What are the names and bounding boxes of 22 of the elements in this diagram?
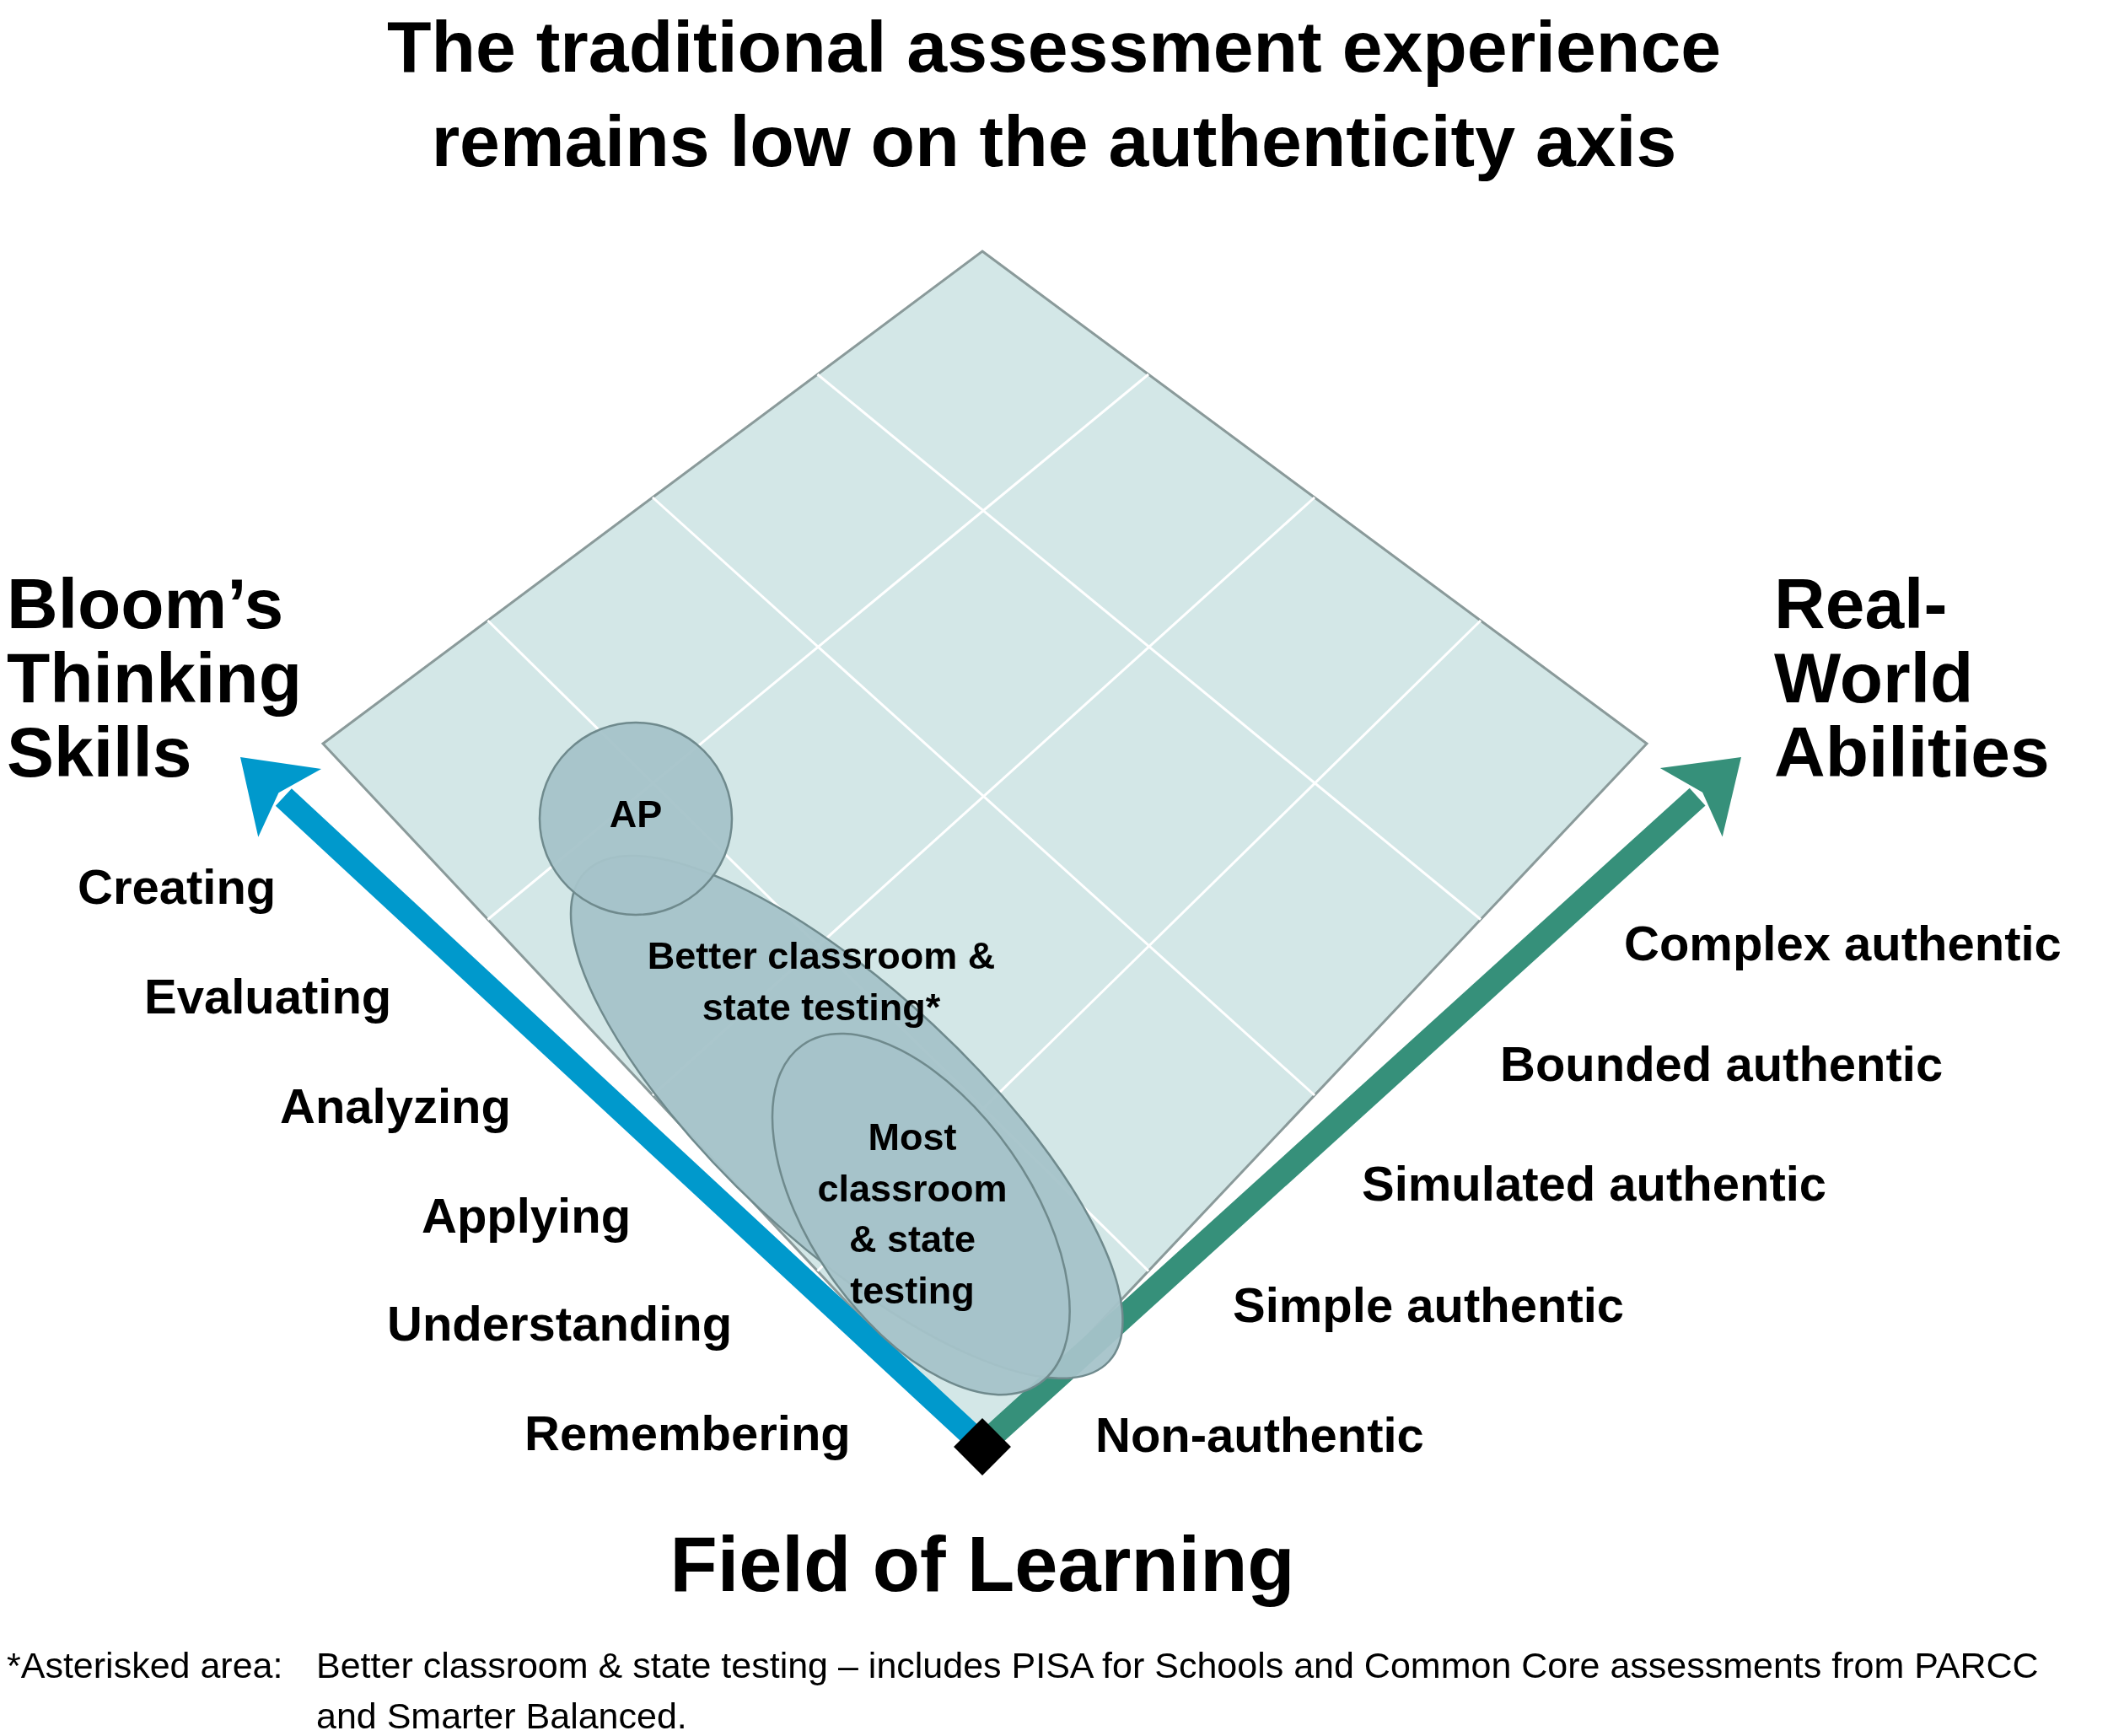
axis-level-label: Creating xyxy=(78,860,277,914)
title: The traditional assessment experience remains low on the authenticity axis xyxy=(385,5,1723,183)
axis-level-label: Analyzing xyxy=(280,1079,511,1133)
axis-level-label: Simple authentic xyxy=(1233,1278,1625,1332)
ellipse-bubble xyxy=(772,1033,1070,1395)
axis-level-label: Complex authentic xyxy=(1624,916,2062,970)
circle-bubble xyxy=(540,723,732,915)
axis-title: Real-World Abilities xyxy=(1774,567,2051,790)
axis-level-label: Evaluating xyxy=(144,970,392,1024)
bubble-label: Better classroom & state testing* xyxy=(646,933,997,1030)
axis-level-label: Non-authentic xyxy=(1095,1408,1424,1462)
bubble-label: Most classroom & state testing xyxy=(816,1114,1008,1314)
axis-title: Bloom’s Thinking Skills xyxy=(7,567,303,790)
axis-title: Field of Learning xyxy=(669,1522,1296,1608)
footnote-label: *Asterisked area: xyxy=(7,1644,283,1687)
axis-level-label: Applying xyxy=(422,1189,632,1243)
axis-level-label: Understanding xyxy=(387,1297,733,1351)
axis-level-label: Remembering xyxy=(524,1406,851,1460)
axis-level-label: Simulated authentic xyxy=(1362,1157,1827,1211)
bubble-label: AP xyxy=(608,791,664,837)
footnote-text: Better classroom & state testing – includes PISA for Schools and Common Core assessments from PARCC and Smarter Balanced. xyxy=(316,1644,2040,1736)
axis-level-label: Bounded authentic xyxy=(1500,1037,1944,1091)
